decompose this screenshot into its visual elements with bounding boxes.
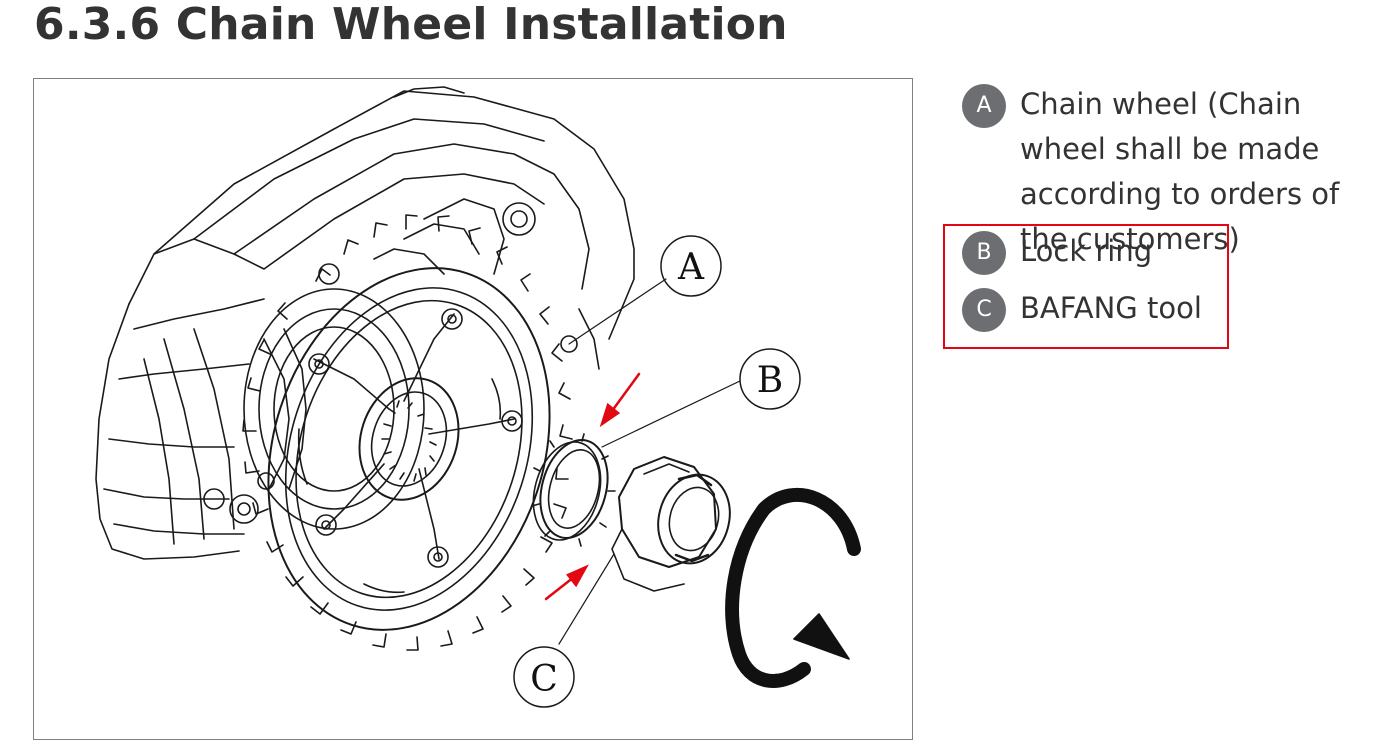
chain-wheel (242, 214, 573, 651)
page-title: 6.3.6 Chain Wheel Installation (34, 0, 788, 50)
callout-label-a: A (677, 247, 705, 288)
legend-text-a: Chain wheel (Chain wheel shall be made a… (1020, 87, 1340, 256)
legend-badge-a: A (962, 84, 1006, 128)
legend-text-c: BAFANG tool (1020, 291, 1202, 325)
callout-label-c: C (530, 659, 558, 700)
crank-spline-hub (358, 377, 460, 501)
installation-figure: A B C (33, 78, 913, 740)
rotation-arrow (725, 487, 861, 688)
red-arrow-lower (544, 575, 576, 601)
red-arrow-upper (610, 372, 641, 413)
callout-leaders (558, 278, 741, 645)
motor-housing (95, 86, 635, 560)
red-arrow-lower-head (566, 564, 589, 588)
installation-drawing: A B C (95, 86, 861, 708)
bafang-tool (611, 456, 731, 592)
legend-text-b: Lock ring (1020, 234, 1153, 268)
callout-circles (513, 235, 801, 708)
red-indicator-arrows (544, 372, 641, 601)
red-arrow-upper-head (599, 402, 621, 428)
callout-label-b: B (757, 360, 783, 401)
lock-ring (531, 433, 616, 547)
legend-badge-b: B (962, 231, 1006, 275)
highlight-box (943, 224, 1229, 349)
legend-badge-c: C (962, 288, 1006, 332)
motor-bearing-area (243, 198, 505, 530)
